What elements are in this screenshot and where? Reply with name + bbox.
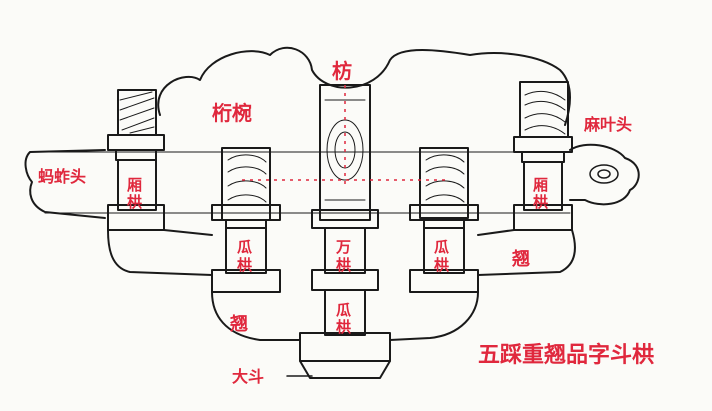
qiao-arm-mid [163,229,515,236]
label-xianggong-left-1: 厢 [127,176,142,194]
label-wangong-2: 栱 [336,256,351,274]
guagong-left-block [211,204,281,293]
dadou-block [299,332,391,379]
label-xianggong-right-1: 厢 [533,176,548,194]
guagong-right-block [409,204,479,293]
timber-mid-right [419,147,469,219]
diagram-title: 五踩重翘品字斗栱 [478,342,654,368]
mayetou-outline [569,143,640,206]
mayetou-scroll [589,164,619,184]
label-guagong-bottom-2: 栱 [336,318,351,336]
label-guagong-right-1: 瓜 [434,238,449,256]
label-qiao-right: 翘 [511,248,530,270]
label-guagong-left-2: 栱 [237,256,252,274]
qiao-arm-inner [211,291,479,341]
label-xianggong-left-2: 栱 [127,193,142,211]
qiao-arm-outer [107,229,576,276]
mayetou-scroll-inner [597,169,611,179]
timber-left [117,89,157,136]
label-wangong-1: 万 [335,238,351,256]
xianggong-left-block [107,134,165,231]
label-mayetou: 麻叶头 [583,115,632,134]
timber-mid-left [221,147,271,221]
guagong-bottom-block [324,289,366,336]
label-xianggong-right-2: 栱 [533,193,548,211]
hengyuan-outline [157,46,571,126]
label-guagong-left-1: 瓜 [237,238,252,256]
label-hengyuan: 桁椀 [212,101,252,125]
label-guagong-bottom-1: 瓜 [336,301,351,319]
xianggong-right-block [513,136,573,231]
label-guagong-right-2: 栱 [434,256,449,274]
label-dadou: 大斗 [232,367,264,386]
wangong-block [311,209,379,291]
label-fang: 枋 [332,59,352,83]
timber-right [519,81,569,138]
mazhatou-outline [24,149,106,219]
label-mazhatou: 蚂蚱头 [38,167,86,186]
label-qiao-left: 翘 [229,313,248,335]
